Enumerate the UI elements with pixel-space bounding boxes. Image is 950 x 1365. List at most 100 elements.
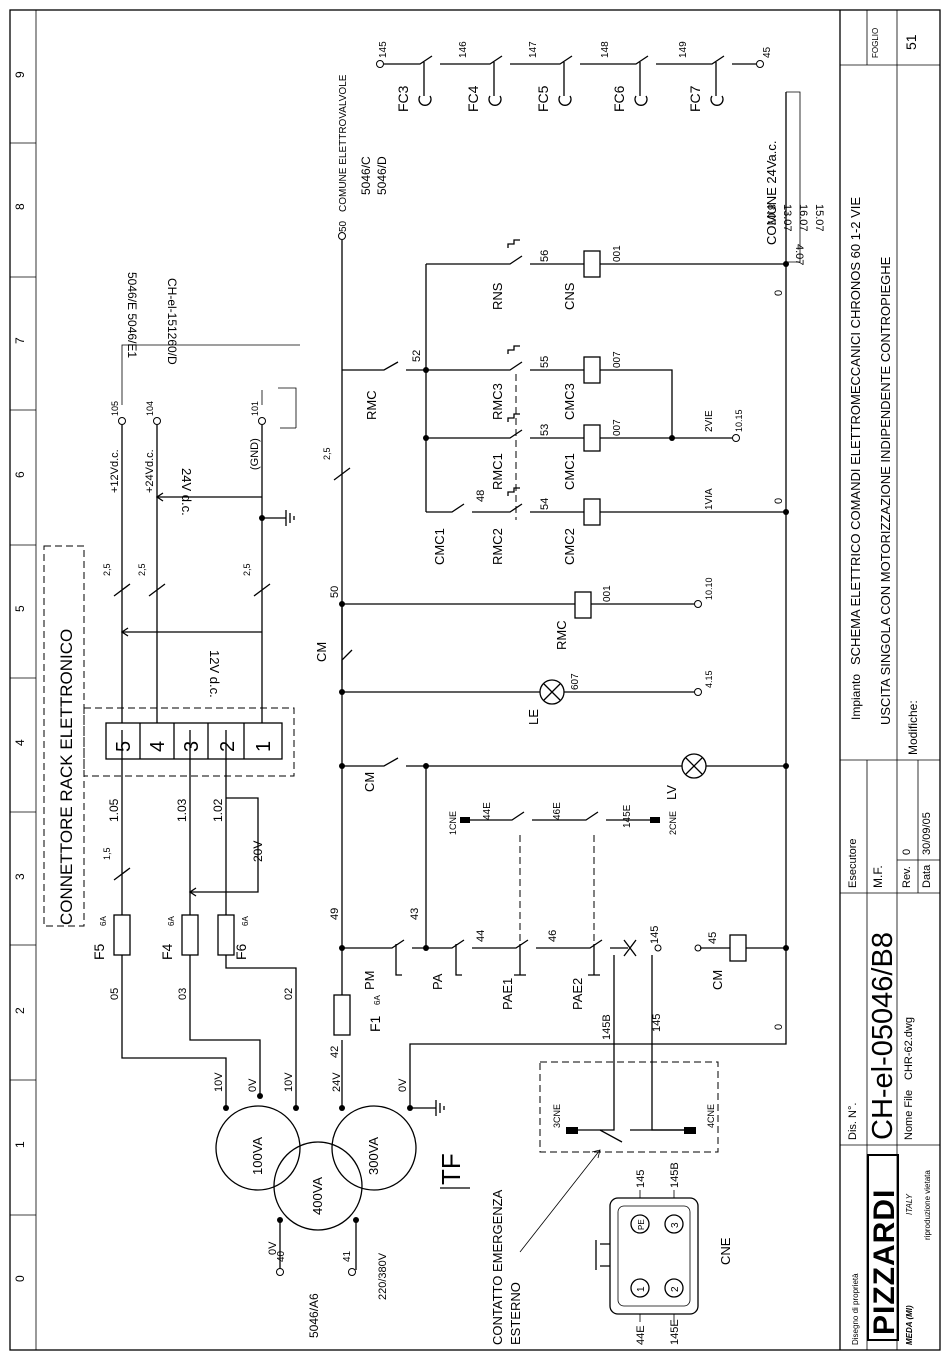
wire-50: 50 [329, 586, 341, 598]
grid-number: 4 [13, 739, 27, 746]
wire-46e: 46E [552, 802, 563, 820]
pae2-label: PAE2 [570, 978, 585, 1010]
connector-1cne: 1CNE [448, 811, 458, 835]
label-plus-12vdc: +12Vd.c. [109, 449, 121, 493]
connector-pin-1: 1 [636, 1286, 647, 1292]
terminal-40: 40 [276, 1250, 287, 1262]
emergency-dashed-box [539, 1061, 719, 1153]
contact-rmc-label: RMC [364, 390, 379, 420]
pa-label: PA [430, 973, 445, 990]
rev-label: Rev. [901, 866, 913, 888]
contact-cm-main-label: CM [314, 642, 329, 662]
grid-number: 1 [13, 1141, 27, 1148]
label-plus-24vdc: +24Vd.c. [144, 449, 156, 493]
switch-fc4: FC4 [465, 85, 481, 112]
fuse-f5 [113, 914, 131, 956]
ref-15-07: 15.07 [813, 204, 825, 232]
input-range: 220/380V [377, 1252, 389, 1300]
wire-145: 145 [649, 926, 661, 944]
limit-switches: FC3 FC4 FC5 FC6 FC7 145 146 147 148 149 … [376, 41, 773, 112]
section-2-5c: 2,5 [242, 563, 252, 576]
emergency-label-2: ESTERNO [508, 1282, 523, 1345]
switch-fc7: FC7 [687, 85, 703, 112]
contact-rns-label: RNS [490, 282, 505, 310]
date-label: Data [921, 864, 933, 888]
rack-pin-3: 3 [181, 741, 203, 752]
wire-45-fc: 45 [762, 46, 773, 58]
rack-pin-1: 1 [253, 741, 275, 752]
control-rails: F1 6A 42 49 50 2,5 50 COMUNE ELETTROVALV… [322, 74, 825, 1108]
coil-cmc2-label: CMC2 [562, 528, 577, 565]
connector-2cne: 2CNE [668, 811, 678, 835]
pm-label: PM [362, 971, 377, 991]
wire-44: 44 [475, 930, 487, 942]
winding-300va [331, 1105, 417, 1191]
wire-1via: 1VIA [704, 488, 715, 510]
grid-number: 7 [13, 337, 27, 344]
wire-149: 149 [678, 41, 689, 58]
fuse-f6-rating: 6A [241, 916, 250, 926]
company-country: ITALY [905, 1193, 914, 1215]
wire-44e: 44E [482, 802, 493, 820]
owner-label: Disegno di proprietà [851, 1273, 860, 1345]
terminal-4-15: 4.15 [704, 670, 714, 688]
connector-label-145e: 145E [669, 1319, 681, 1345]
switch-fc6: FC6 [611, 85, 627, 112]
emergency-contact: 3CNE 4CNE CONTATTO EMERGENZA ESTERNO PE … [490, 1061, 733, 1345]
grid-number: 9 [13, 71, 27, 78]
winding-400va [273, 1141, 363, 1231]
connector-pin-3: 3 [670, 1222, 681, 1228]
title-line2: USCITA SINGOLA CON MOTORIZZAZIONE INDIPE… [878, 256, 893, 725]
wire-147: 147 [528, 41, 539, 58]
terminal-101: 101 [250, 401, 260, 416]
wire-03: 03 [177, 988, 189, 1000]
common-24vac: COMUNE 24Va.c. [764, 140, 779, 245]
contact-rmc3-label: RMC3 [490, 383, 505, 420]
file-name: CHR-62.dwg [903, 1017, 915, 1080]
changes-label: Modifiche: [906, 700, 920, 755]
wire-145-fc: 145 [378, 41, 389, 58]
title-block: Disegno di proprietà PIZZARDI MEDA (MI) … [840, 10, 940, 1350]
file-label: Nome File [903, 1090, 915, 1140]
wire-001-b: 001 [612, 245, 623, 262]
wire-148: 148 [600, 41, 611, 58]
grid-number: 6 [13, 471, 27, 478]
sheet-number: 51 [903, 34, 919, 50]
terminal-45: 45 [707, 932, 719, 944]
rung-cm-hold: CM LV 1CNE 44E 46E 145E 2CNE [342, 753, 786, 948]
coil-cm-label: CM [710, 970, 725, 990]
coil-cns [583, 250, 601, 278]
wire-1-03: 1.03 [175, 798, 189, 822]
wire-46: 46 [547, 930, 559, 942]
company-location: MEDA (MI) [905, 1305, 914, 1345]
wire-0-c: 0 [773, 290, 785, 296]
label-gnd: (GND) [249, 438, 261, 470]
pin-strip: 5 4 3 2 1 [105, 722, 283, 760]
connector-label-145b: 145B [669, 1162, 681, 1188]
wire-02: 02 [283, 988, 295, 1000]
rack-title: CONNETTORE RACK ELETTRONICO [57, 629, 76, 925]
wire-42: 42 [329, 1046, 341, 1058]
rung-le: LE 607 4.15 [342, 670, 714, 725]
company-logo: PIZZARDI [868, 1189, 901, 1335]
fuse-f5-rating: 6A [99, 916, 108, 926]
grid-number: 8 [13, 203, 27, 210]
coil-rmc [574, 591, 592, 619]
coil-cmc1-label: CMC1 [562, 453, 577, 490]
rack-connector: CONNETTORE RACK ELETTRONICO 5 4 3 2 1 2,… [43, 272, 300, 927]
grid-number: 3 [13, 873, 27, 880]
section-2-5d: 2,5 [322, 447, 332, 460]
fuse-f5-label: F5 [91, 943, 107, 960]
wire-48: 48 [475, 490, 487, 502]
grid-number: 2 [13, 1007, 27, 1014]
section-1-5: 1,5 [102, 847, 112, 860]
reference-5046-c: 5046/C [359, 156, 373, 195]
connector-cne-drawing: PE 3 1 2 145 145B 44E 145E CNE [595, 1162, 733, 1345]
common-valves: COMUNE ELETTROVALVOLE [338, 74, 349, 212]
transformer-name: TF [436, 1153, 466, 1185]
tap-0v-a: 0V [247, 1078, 259, 1092]
coil-rmc-label: RMC [554, 620, 569, 650]
drawing-number: CH-el-05046/B8 [867, 932, 899, 1140]
